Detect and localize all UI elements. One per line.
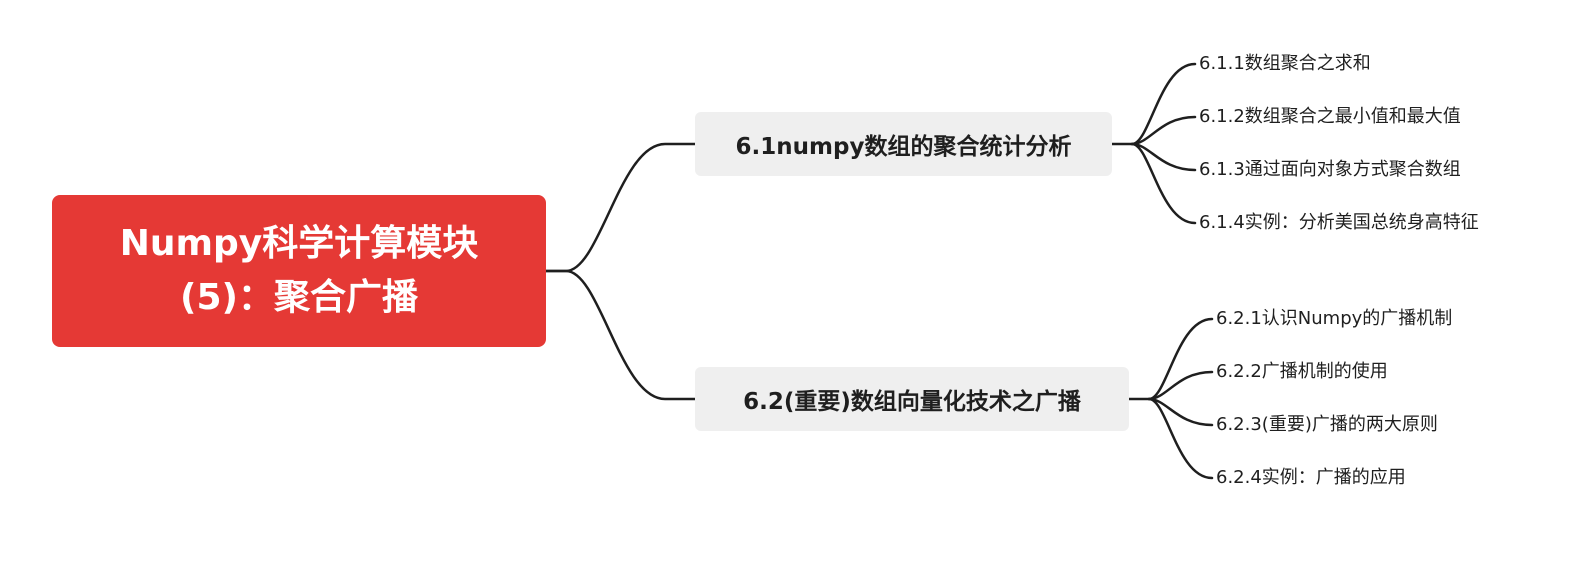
leaf-node-broadcast-usage[interactable]: 6.2.2广播机制的使用 — [1216, 361, 1388, 382]
branch-label: 6.2(重要)数组向量化技术之广播 — [743, 389, 1081, 415]
root-node[interactable]: Numpy科学计算模块(5)：聚合广播 — [52, 195, 546, 347]
leaf-node-president-heights[interactable]: 6.1.4实例：分析美国总统身高特征 — [1199, 212, 1479, 233]
connector-b1-leaf-2 — [1130, 115, 1197, 146]
leaf-node-broadcast-rules[interactable]: 6.2.3(重要)广播的两大原则 — [1216, 414, 1438, 435]
connector-root-branch-1 — [544, 142, 697, 273]
branch-label: 6.1numpy数组的聚合统计分析 — [735, 134, 1072, 160]
connector-b2-leaf-3 — [1147, 397, 1214, 427]
leaf-node-broadcast-intro[interactable]: 6.2.1认识Numpy的广播机制 — [1216, 308, 1453, 329]
connector-b2-leaf-2 — [1147, 370, 1214, 401]
branch-node-aggregation[interactable]: 6.1numpy数组的聚合统计分析 — [695, 112, 1112, 176]
root-title: Numpy科学计算模块(5)：聚合广播 — [119, 223, 479, 318]
leaf-node-sum[interactable]: 6.1.1数组聚合之求和 — [1199, 53, 1371, 74]
leaf-node-broadcast-example[interactable]: 6.2.4实例：广播的应用 — [1216, 467, 1406, 488]
connector-b2-leaf-4 — [1147, 397, 1214, 480]
connector-b1-leaf-4 — [1130, 142, 1197, 225]
connector-root-branch-2 — [544, 269, 697, 401]
branch-node-broadcasting[interactable]: 6.2(重要)数组向量化技术之广播 — [695, 367, 1129, 431]
leaf-node-min-max[interactable]: 6.1.2数组聚合之最小值和最大值 — [1199, 106, 1461, 127]
leaf-node-oop-aggregation[interactable]: 6.1.3通过面向对象方式聚合数组 — [1199, 159, 1461, 180]
connector-b1-leaf-3 — [1130, 142, 1197, 172]
